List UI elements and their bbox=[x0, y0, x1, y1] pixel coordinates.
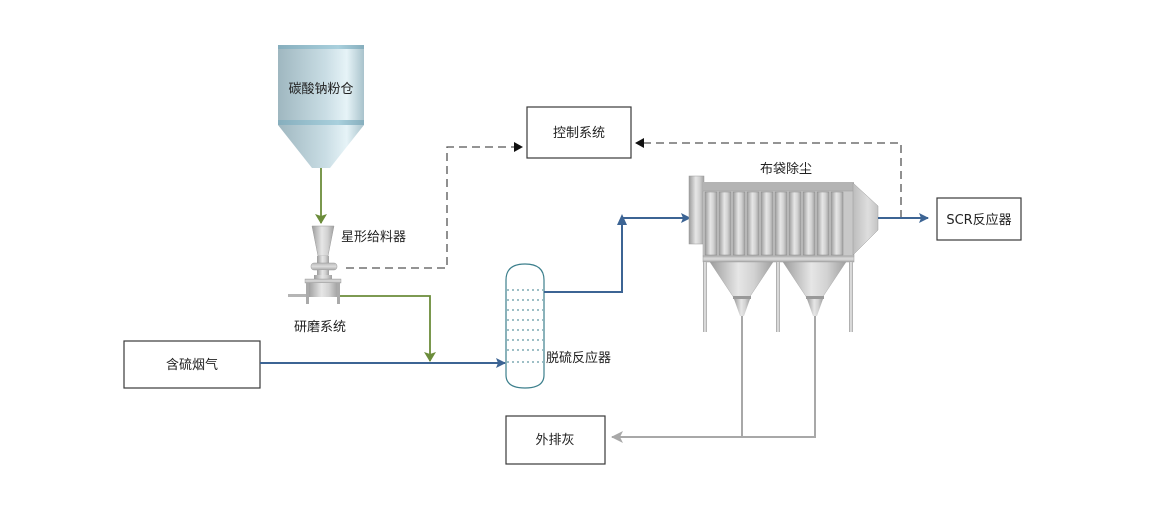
bag-filter[interactable]: 布袋除尘 bbox=[688, 162, 879, 332]
ash-discharge[interactable]: 外排灰 bbox=[505, 415, 606, 465]
mill-label: 研磨系统 bbox=[294, 320, 346, 335]
flue-gas-label: 含硫烟气 bbox=[166, 357, 218, 373]
mill-leg-right bbox=[337, 283, 340, 304]
control-signal-feeder bbox=[346, 142, 523, 269]
feeder-label: 星形给料器 bbox=[341, 230, 406, 245]
bagfilter-base bbox=[702, 255, 855, 263]
reactor-trays bbox=[507, 289, 543, 363]
ash-line-to-discharge bbox=[611, 316, 816, 443]
mill-top bbox=[314, 275, 332, 280]
ash-hopper-1 bbox=[709, 261, 774, 316]
reactor-vessel bbox=[505, 263, 545, 389]
flue-gas-up-arrow bbox=[617, 214, 627, 225]
flue-gas-box bbox=[123, 340, 261, 389]
mill-leg-left bbox=[306, 283, 309, 304]
scr-reactor[interactable]: SCR反应器 bbox=[936, 197, 1022, 241]
bagfilter-inlet-duct bbox=[688, 175, 705, 245]
feeder-hopper bbox=[311, 225, 335, 257]
ash-hopper-2 bbox=[782, 261, 847, 316]
control-system[interactable]: 控制系统 bbox=[526, 106, 632, 159]
control-box bbox=[526, 106, 632, 159]
scr-label: SCR反应器 bbox=[946, 212, 1011, 228]
soda-ash-silo[interactable]: 碳酸钠粉仓 bbox=[278, 45, 364, 168]
mill-body bbox=[308, 283, 338, 297]
bagfilter-label: 布袋除尘 bbox=[760, 162, 812, 177]
flue-gas-line-reactor-bagfilter bbox=[544, 213, 691, 293]
silo-body bbox=[278, 45, 364, 122]
control-label: 控制系统 bbox=[553, 126, 605, 141]
silo-bottom-band bbox=[278, 120, 364, 125]
scr-box bbox=[936, 197, 1022, 241]
ash-label: 外排灰 bbox=[535, 433, 574, 448]
mill-inlet-pipe bbox=[288, 294, 308, 297]
feeder-neck bbox=[317, 256, 329, 264]
support-legs bbox=[703, 262, 853, 332]
star-feeder[interactable]: 星形给料器 bbox=[310, 225, 406, 275]
reactor-label: 脱硫反应器 bbox=[546, 350, 611, 366]
flue-gas-source[interactable]: 含硫烟气 bbox=[123, 340, 261, 389]
feeder-outlet bbox=[317, 270, 329, 275]
desulfurization-reactor[interactable]: 脱硫反应器 bbox=[505, 263, 611, 389]
silo-top-band bbox=[278, 45, 364, 49]
reagent-line-mill-injection bbox=[340, 295, 436, 362]
filter-bag-columns bbox=[704, 191, 844, 256]
ash-box bbox=[505, 415, 606, 465]
mill-flange bbox=[304, 278, 342, 284]
grinding-system[interactable]: 研磨系统 bbox=[288, 275, 346, 335]
bagfilter-outlet-hood bbox=[852, 182, 879, 256]
bagfilter-roof bbox=[703, 182, 854, 192]
silo-label: 碳酸钠粉仓 bbox=[288, 82, 353, 97]
silo-cone bbox=[278, 125, 364, 168]
feeder-rotor bbox=[310, 262, 338, 271]
control-signal-outlet bbox=[635, 138, 902, 218]
